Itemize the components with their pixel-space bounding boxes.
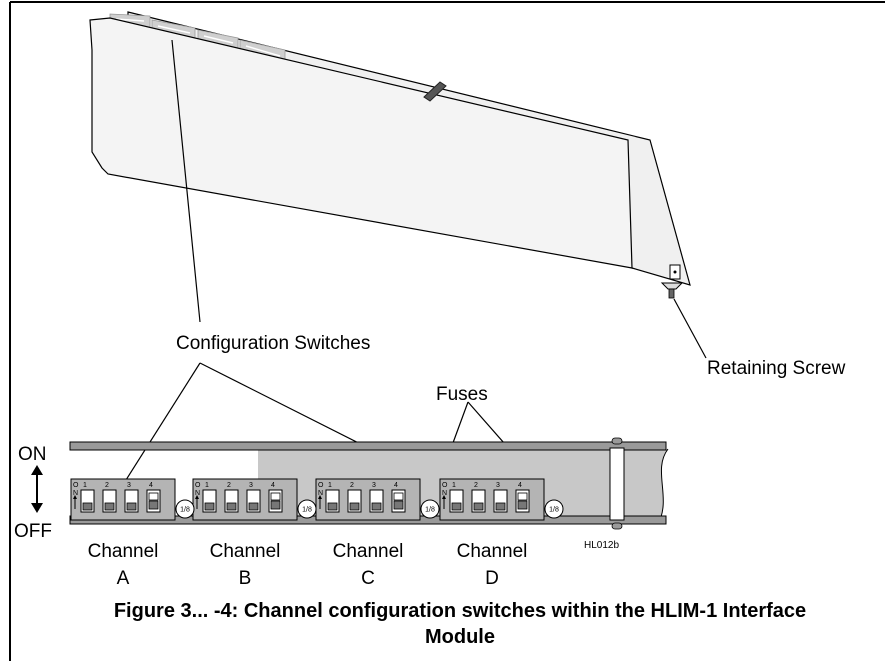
switch-number: 4 <box>518 482 522 489</box>
n-glyph: N <box>73 490 78 497</box>
dip-switch-3[interactable] <box>246 489 261 513</box>
panel-break-edge <box>658 449 885 524</box>
dip-switch-2[interactable] <box>471 489 486 513</box>
dip-switch-2[interactable] <box>224 489 239 513</box>
front-card <box>89 17 633 269</box>
dip-switch-1[interactable] <box>80 489 95 513</box>
dip-switch-2[interactable] <box>102 489 117 513</box>
switch-number: 2 <box>105 482 109 489</box>
fuse-a: 1/8 <box>175 499 195 519</box>
switch-number: 2 <box>474 482 478 489</box>
switch-number: 1 <box>328 482 332 489</box>
dip-switch-3[interactable] <box>493 489 508 513</box>
dip-switch-4[interactable] <box>146 489 161 513</box>
n-glyph: N <box>318 490 323 497</box>
module-illustration <box>89 11 691 299</box>
dip-switch-3[interactable] <box>369 489 384 513</box>
dip-switch-3[interactable] <box>124 489 139 513</box>
on-glyph: O <box>73 482 79 489</box>
n-glyph: N <box>442 490 447 497</box>
switch-number: 3 <box>496 482 500 489</box>
switch-number: 4 <box>149 482 153 489</box>
switch-block-b: ON1 2 3 4 <box>192 478 298 521</box>
fuse-rating: 1/8 <box>425 507 435 514</box>
leader-screw <box>673 298 707 359</box>
label-on: ON <box>18 444 47 465</box>
label-config-switches: Configuration Switches <box>176 333 370 354</box>
channel-letter: B <box>239 568 252 589</box>
switch-number: 1 <box>205 482 209 489</box>
figure-caption: Figure 3... -4: Channel configuration sw… <box>40 598 880 650</box>
dip-switch-4[interactable] <box>391 489 406 513</box>
fuse-rating: 1/8 <box>549 507 559 514</box>
dip-switch-1[interactable] <box>202 489 217 513</box>
dip-switch-1[interactable] <box>325 489 340 513</box>
on-glyph: O <box>195 482 201 489</box>
card-guide <box>609 447 625 521</box>
n-glyph: N <box>195 490 200 497</box>
standoff <box>423 81 447 102</box>
fuse-d: 1/8 <box>544 499 564 519</box>
switch-block-a: ON1 2 3 4 <box>70 478 176 521</box>
channel-word: Channel <box>88 541 159 562</box>
channel-word: Channel <box>457 541 528 562</box>
leader-config-to-channel-a <box>125 362 201 481</box>
retaining-screw <box>660 264 684 299</box>
switch-number: 2 <box>227 482 231 489</box>
connector-pins <box>115 18 281 57</box>
fuse-c: 1/8 <box>420 499 440 519</box>
fuse-rating: 1/8 <box>180 507 190 514</box>
switch-number: 3 <box>372 482 376 489</box>
label-fuses: Fuses <box>436 384 488 405</box>
switch-block-d: ON1 2 3 4 <box>439 478 545 521</box>
label-retaining-screw: Retaining Screw <box>707 358 846 379</box>
fuse-rating: 1/8 <box>302 507 312 514</box>
dip-switch-2[interactable] <box>347 489 362 513</box>
leader-config-to-module <box>171 39 201 323</box>
caption-line-1: Figure 3... -4: Channel configuration sw… <box>113 600 807 622</box>
on-glyph: O <box>318 482 324 489</box>
channel-word: Channel <box>210 541 281 562</box>
channel-word: Channel <box>333 541 404 562</box>
switch-number: 3 <box>127 482 131 489</box>
on-off-arrow <box>31 465 43 513</box>
switch-block-c: ON1 2 3 4 <box>315 478 421 521</box>
drawing-ref: HL012b <box>584 540 619 551</box>
caption-line-2: Module <box>425 626 495 648</box>
switch-number: 2 <box>350 482 354 489</box>
switch-number: 1 <box>83 482 87 489</box>
dip-switch-4[interactable] <box>515 489 530 513</box>
fuses: 1/8 1/8 1/8 1/8 <box>175 499 564 519</box>
dip-switch-4[interactable] <box>268 489 283 513</box>
channel-letter: D <box>485 568 499 589</box>
channel-letter: C <box>361 568 375 589</box>
dip-switch-1[interactable] <box>449 489 464 513</box>
switch-number: 4 <box>394 482 398 489</box>
channel-letter: A <box>117 568 130 589</box>
top-rail <box>69 441 667 451</box>
switch-number: 4 <box>271 482 275 489</box>
label-off: OFF <box>14 521 52 542</box>
switch-number: 3 <box>249 482 253 489</box>
on-glyph: O <box>442 482 448 489</box>
fuse-b: 1/8 <box>297 499 317 519</box>
switch-number: 1 <box>452 482 456 489</box>
